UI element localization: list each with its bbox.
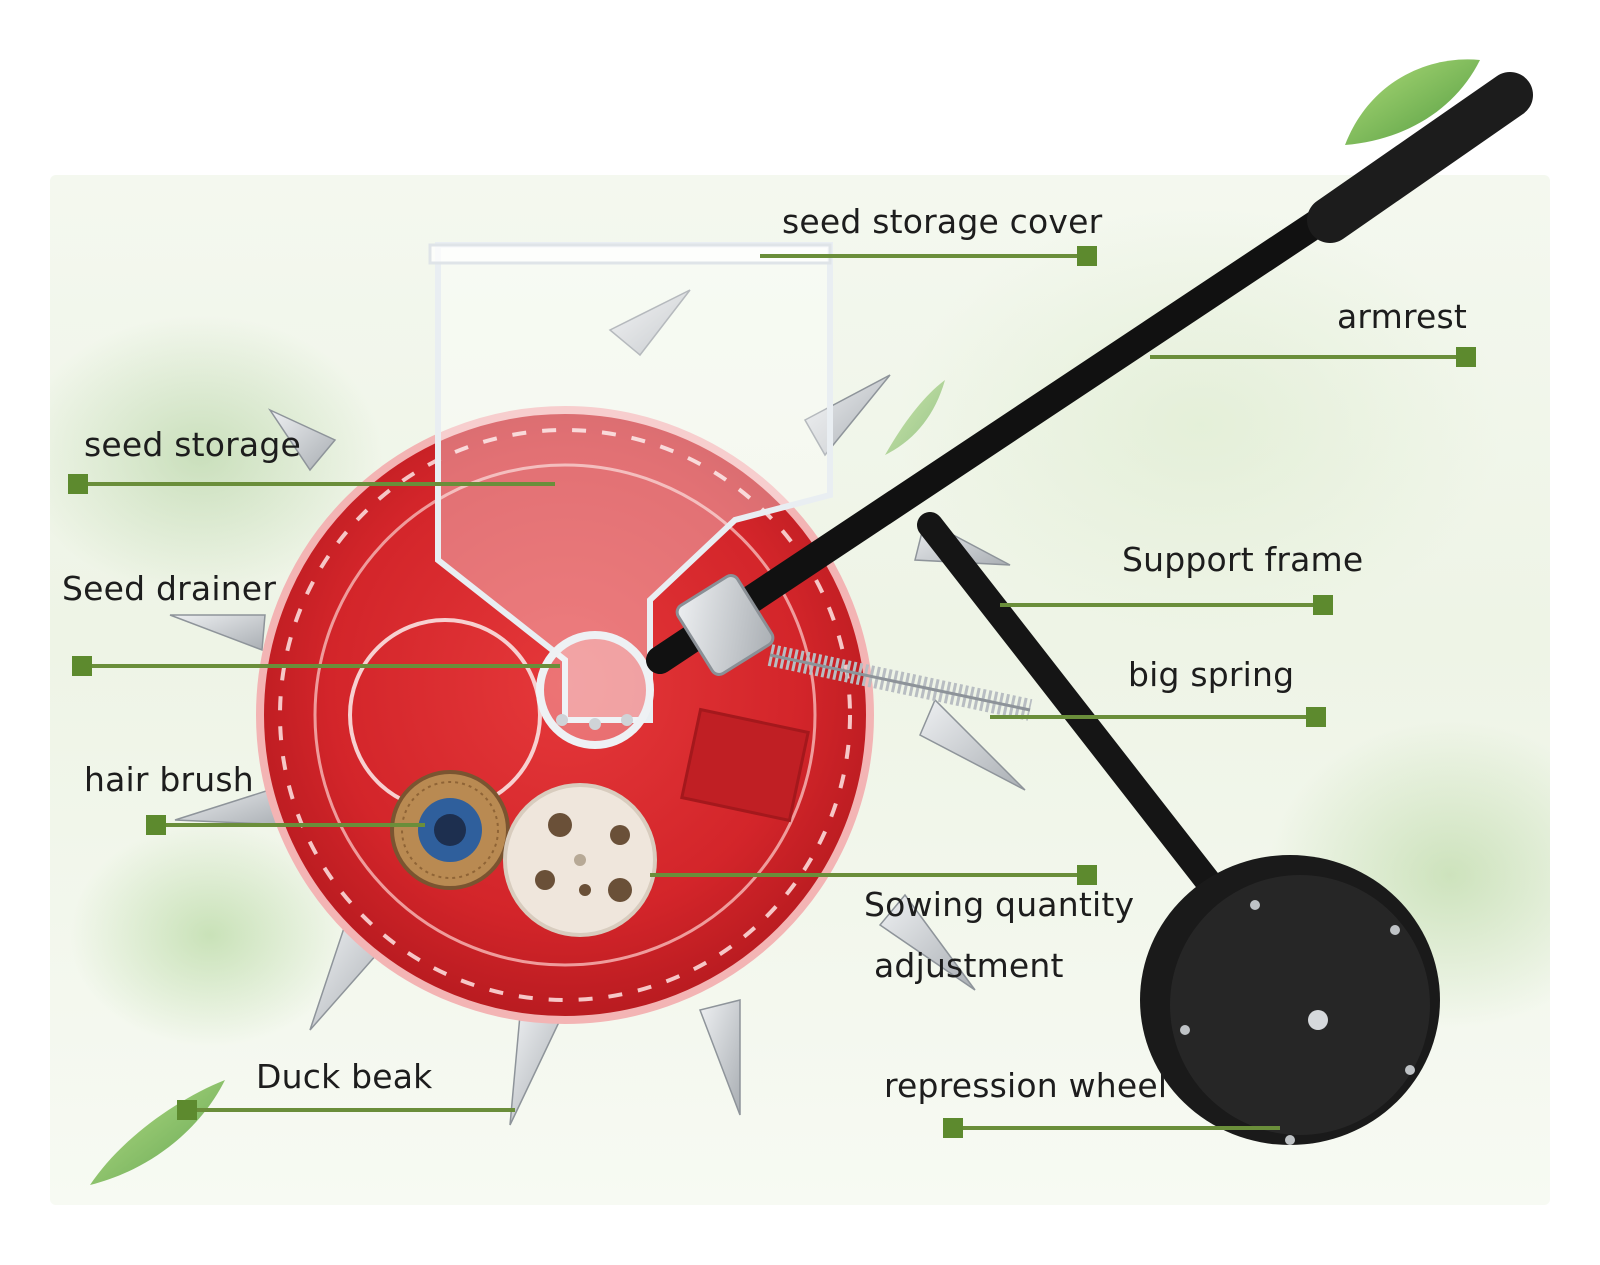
- marker-square-icon: [72, 656, 92, 676]
- marker-square-icon: [1456, 347, 1476, 367]
- marker-square-icon: [68, 474, 88, 494]
- label-seed-storage: seed storage: [84, 425, 301, 464]
- leader-lines: [78, 254, 1466, 1130]
- hair-brush-roller: [390, 770, 510, 890]
- marker-square-icon: [1077, 865, 1097, 885]
- label-duck-beak: Duck beak: [256, 1057, 433, 1096]
- frame-clamp: [675, 574, 775, 676]
- marker-square-icon: [1306, 707, 1326, 727]
- leaf-icon: [90, 1080, 225, 1185]
- label-sowing-quantity-line2: adjustment: [874, 946, 1064, 985]
- repression-wheel: [1140, 855, 1440, 1145]
- sowing-adjustment-disk: [503, 783, 657, 937]
- label-sowing-quantity-line1: Sowing quantity: [864, 885, 1135, 924]
- label-seed-storage-cover: seed storage cover: [782, 202, 1103, 241]
- label-repression-wheel: repression wheel: [884, 1066, 1168, 1105]
- label-seed-drainer: Seed drainer: [62, 569, 277, 608]
- marker-square-icon: [177, 1100, 197, 1120]
- label-armrest: armrest: [1337, 297, 1468, 336]
- marker-square-icon: [1313, 595, 1333, 615]
- marker-square-icon: [146, 815, 166, 835]
- label-support-frame: Support frame: [1122, 540, 1364, 579]
- label-hair-brush: hair brush: [84, 760, 254, 799]
- seed-storage-hopper: [428, 242, 833, 749]
- leaf-icon: [1345, 59, 1480, 145]
- label-big-spring: big spring: [1128, 655, 1295, 694]
- big-spring: [767, 644, 1033, 721]
- marker-square-icon: [943, 1118, 963, 1138]
- leaf-icon: [885, 380, 945, 455]
- marker-square-icon: [1077, 246, 1097, 266]
